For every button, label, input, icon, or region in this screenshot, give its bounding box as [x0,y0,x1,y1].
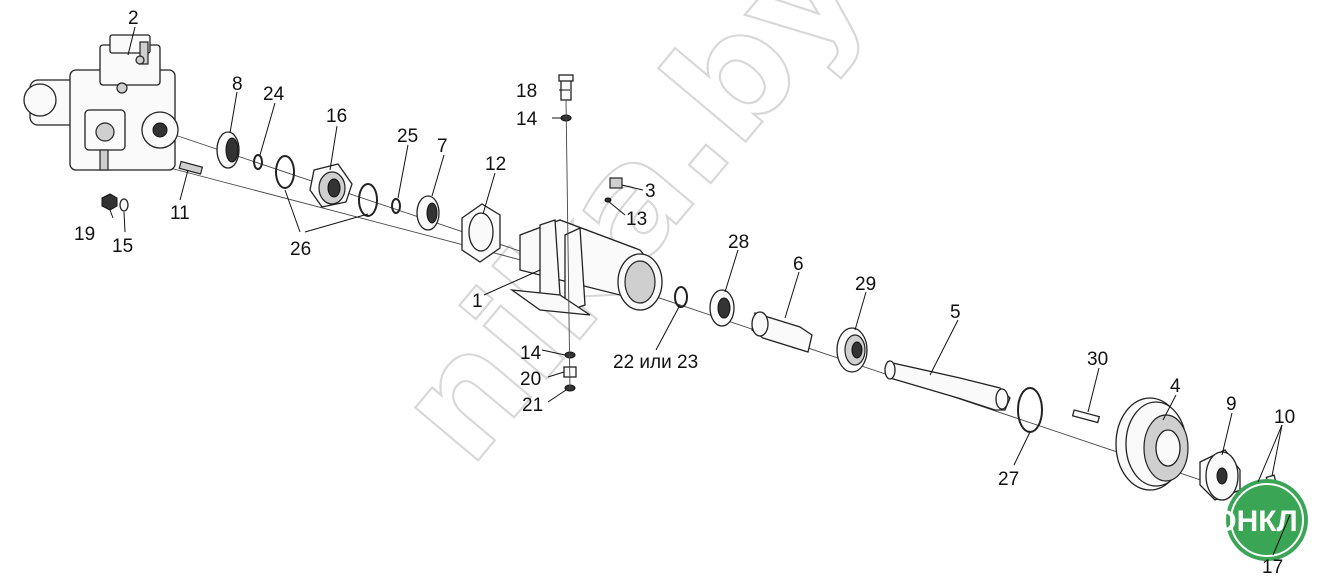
label-13: 13 [626,209,647,230]
circlip-26a [275,155,295,189]
washer-13 [604,197,612,203]
flange-9 [1199,449,1241,501]
label-21: 21 [522,395,543,416]
stud-11 [178,160,204,175]
label-7: 7 [437,136,448,157]
label-4: 4 [1170,376,1181,397]
label-17: 17 [1262,557,1283,578]
washer-14-bottom [564,351,576,359]
label-29: 29 [855,274,876,295]
label-28: 28 [728,232,749,253]
circlip-26b [358,183,378,217]
leader-lines [109,26,1291,556]
label-30: 30 [1087,349,1108,370]
label-14-bottom: 14 [520,343,542,364]
bolt-18 [558,74,574,101]
label-1: 1 [472,291,483,312]
shaft-5 [884,360,1011,411]
plug-3 [609,177,623,189]
bolt-axis [565,99,571,391]
circlip-27 [1017,387,1043,433]
label-3: 3 [645,181,656,202]
label-5: 5 [950,302,961,323]
washer-15 [119,198,129,212]
label-11: 11 [170,203,190,224]
part-labels: 2 8 24 16 25 7 12 18 14 3 13 1 14 20 21 … [74,8,1295,578]
label-26: 26 [290,239,311,260]
seal-28 [709,289,735,327]
circlip-22-23 [674,286,688,308]
agro-logo: АГРОНКЛ [1155,479,1308,561]
needle-bearing-16 [309,163,353,208]
nut-19 [101,193,118,211]
bearing-29 [836,327,868,373]
label-25: 25 [397,126,418,147]
label-2: 2 [128,8,139,29]
label-6: 6 [793,254,804,275]
bearing-housing-1 [509,219,663,316]
label-15: 15 [112,236,133,257]
label-18: 18 [516,81,537,102]
label-8: 8 [232,74,243,95]
gasket-12 [461,203,501,263]
label-12: 12 [485,154,506,175]
label-10: 10 [1274,407,1295,428]
ring-25 [391,198,401,214]
key-30 [1071,409,1101,424]
label-22-23: 22 или 23 [613,352,698,373]
label-16: 16 [326,106,347,127]
label-14-top: 14 [516,109,538,130]
label-19: 19 [74,224,95,245]
label-9: 9 [1226,394,1237,415]
label-20: 20 [520,369,541,390]
gear-7 [416,195,440,231]
logo-text: АГРОНКЛ [1155,505,1298,538]
label-27: 27 [998,469,1019,490]
label-24: 24 [263,84,285,105]
sleeve-6 [751,311,813,353]
pulley-4 [1115,397,1189,491]
hydraulic-pump [23,34,179,171]
ring-24 [253,154,263,170]
gear-8 [216,131,240,169]
